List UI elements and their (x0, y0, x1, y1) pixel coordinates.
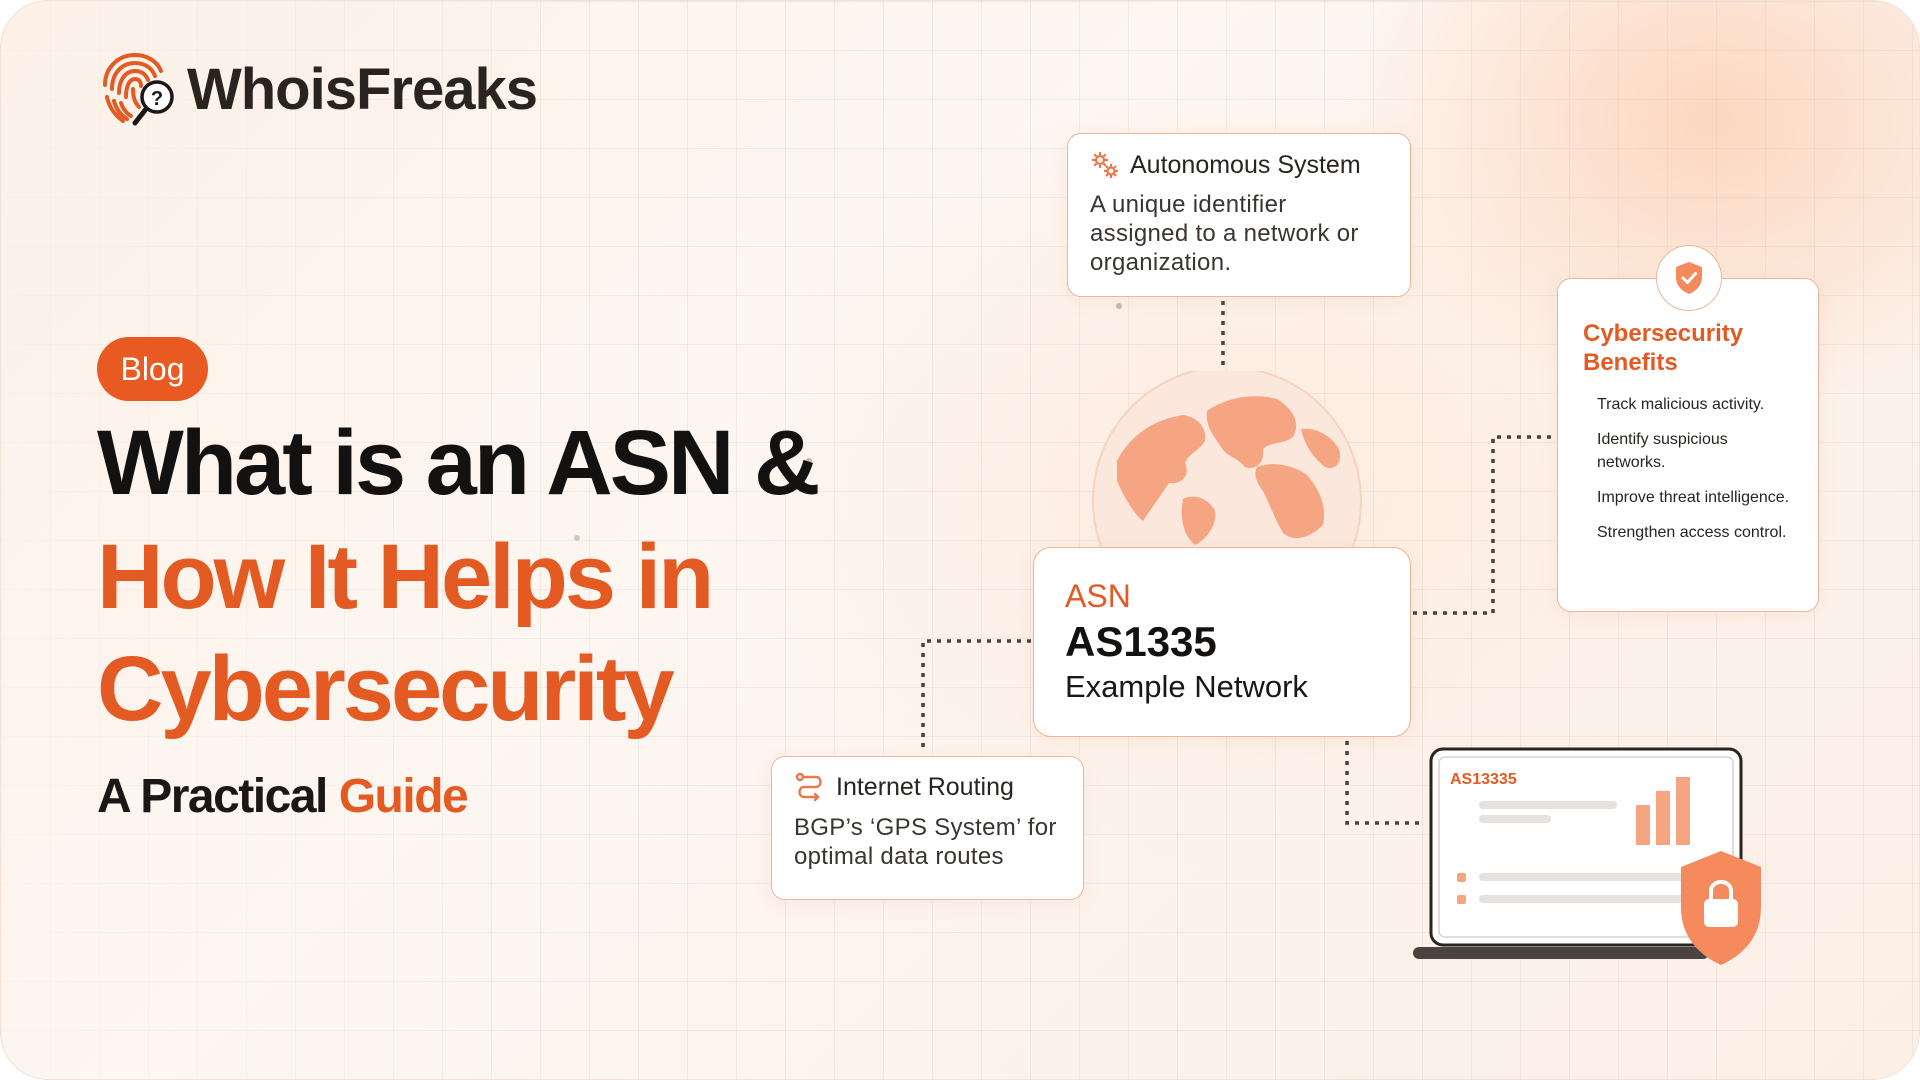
headline-line-3: Cybersecurity (97, 638, 675, 740)
internet-routing-header: Internet Routing (794, 771, 1061, 803)
subtitle: A Practical Guide (97, 769, 469, 824)
fingerprint-search-icon: ? (103, 52, 174, 126)
autonomous-system-header: Autonomous System (1090, 150, 1388, 180)
svg-text:?: ? (151, 88, 163, 110)
autonomous-system-description: A unique identifier assigned to a networ… (1090, 191, 1359, 276)
list-item: Strengthen access control. (1597, 524, 1787, 541)
list-item: Track malicious activity. (1597, 396, 1765, 413)
cybersecurity-benefits-list: Track malicious activity. Identify suspi… (1583, 393, 1794, 544)
asn-label: ASN (1065, 578, 1131, 614)
internet-routing-card: Internet Routing BGP’s ‘GPS System’ for … (771, 756, 1084, 900)
internet-routing-description: BGP’s ‘GPS System’ for optimal data rout… (794, 814, 1057, 870)
cybersecurity-benefits-card: Cybersecurity Benefits Track malicious a… (1557, 278, 1819, 612)
list-item: Identify suspicious networks. (1597, 431, 1728, 471)
subtitle-part-1: A Practical (97, 770, 328, 823)
list-item: Improve threat intelligence. (1597, 489, 1790, 506)
brand-logo[interactable]: ? WhoisFreaks (95, 49, 538, 129)
asn-number: AS1335 (1065, 618, 1217, 665)
laptop-screen-label: AS13335 (1450, 771, 1517, 788)
laptop-illustration (1413, 747, 1761, 965)
autonomous-system-title: Autonomous System (1130, 150, 1361, 179)
globe-illustration (1092, 371, 1362, 549)
shield-check-icon (1676, 262, 1702, 294)
autonomous-system-card: Autonomous System A unique identifier as… (1067, 133, 1411, 297)
headline-line-2: How It Helps in (97, 526, 714, 628)
subtitle-part-2: Guide (338, 770, 469, 823)
internet-routing-title: Internet Routing (836, 772, 1014, 801)
headline-line-1: What is an ASN & (97, 412, 820, 514)
gears-icon (1092, 152, 1118, 178)
cybersecurity-benefits-title: Cybersecurity Benefits (1583, 320, 1744, 376)
blog-badge[interactable]: Blog (97, 337, 208, 401)
route-icon (795, 772, 822, 802)
shield-badge (1656, 245, 1722, 311)
brand-name: WhoisFreaks (187, 56, 538, 122)
asn-network-name: Example Network (1065, 669, 1308, 704)
asn-card: ASN AS1335 Example Network (1033, 547, 1411, 737)
